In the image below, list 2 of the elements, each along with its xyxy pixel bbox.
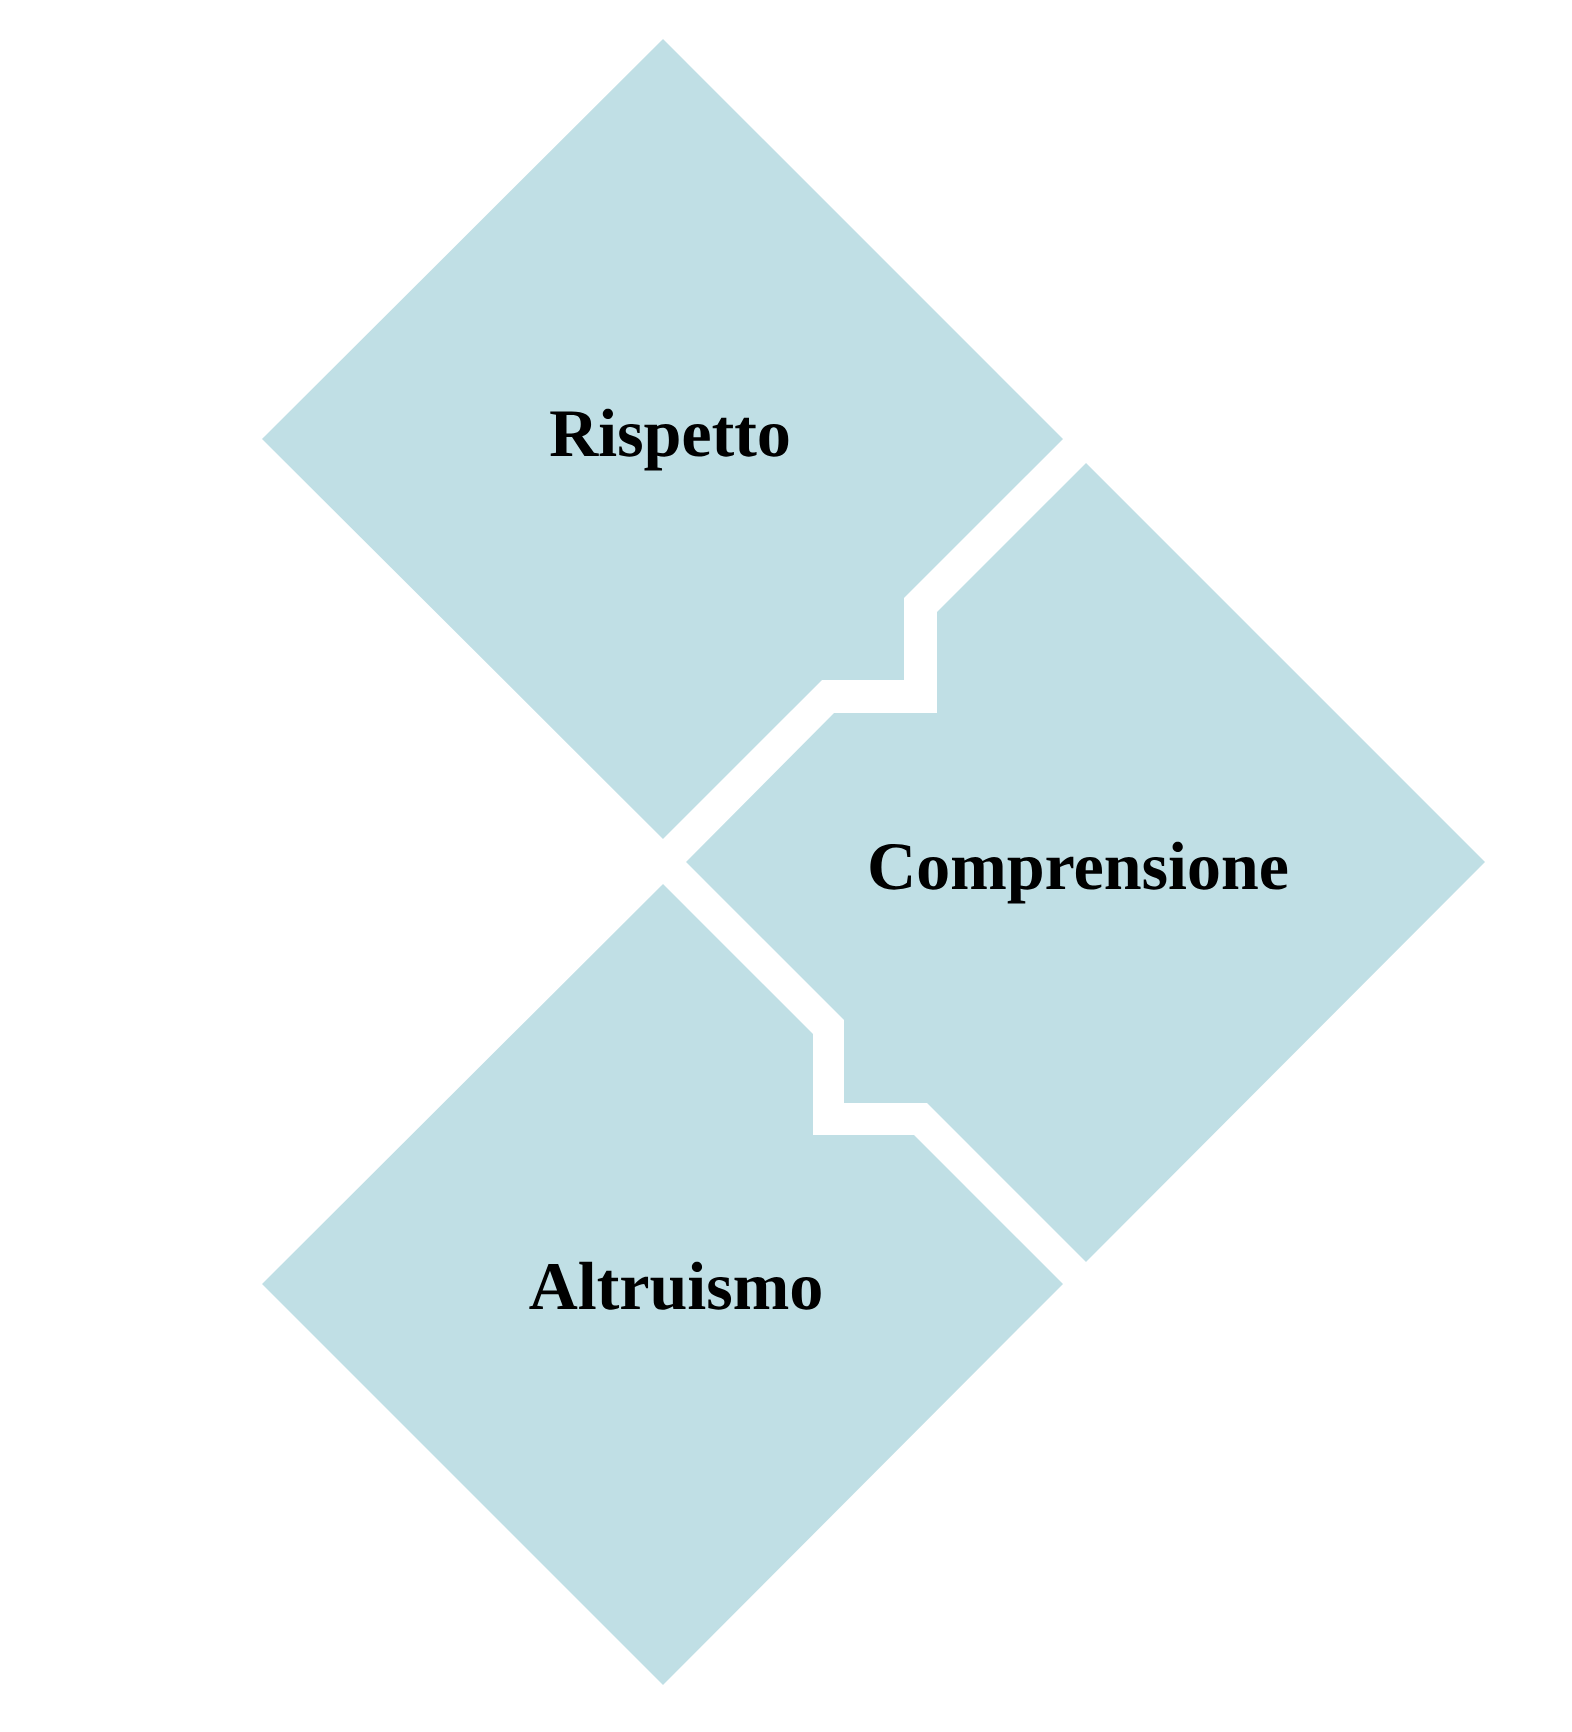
puzzle-tile: Comprensione [686, 463, 1485, 1262]
puzzle-tile: Rispetto [262, 39, 1063, 839]
